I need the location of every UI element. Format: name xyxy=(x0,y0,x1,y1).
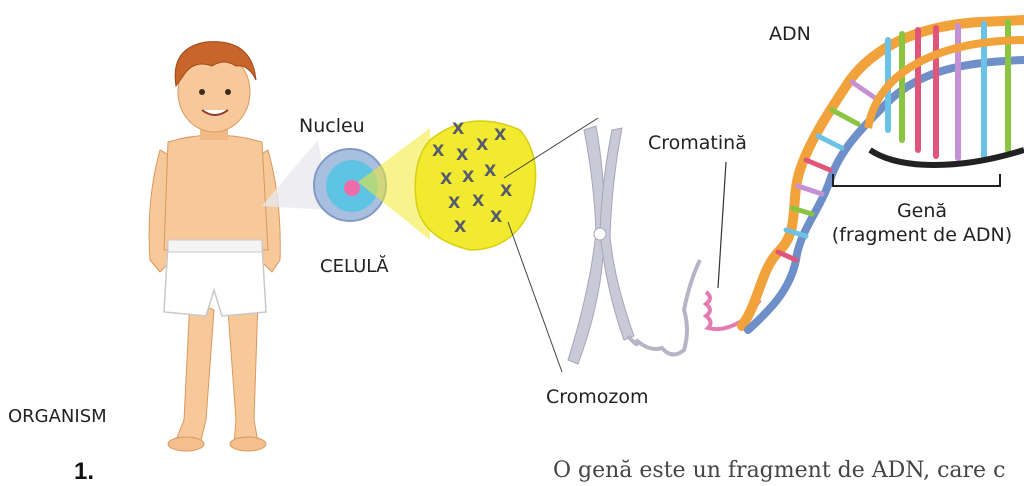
cell-label: CELULĂ xyxy=(320,258,389,276)
svg-text:X: X xyxy=(494,125,507,144)
svg-text:X: X xyxy=(456,145,469,164)
chromatin-pointer xyxy=(718,162,726,288)
svg-text:X: X xyxy=(440,169,453,188)
figure-number: 1. xyxy=(74,458,94,486)
dna-label: ADN xyxy=(769,25,811,44)
svg-text:X: X xyxy=(462,167,475,186)
dna-helix xyxy=(742,20,1024,330)
svg-text:X: X xyxy=(472,191,485,210)
svg-text:X: X xyxy=(484,161,497,180)
svg-text:X: X xyxy=(476,135,489,154)
nucleus-label: Nucleu xyxy=(299,117,365,136)
svg-text:X: X xyxy=(448,193,461,212)
boy-figure xyxy=(149,42,280,451)
chromosome xyxy=(568,126,700,364)
chromosome-label: Cromozom xyxy=(546,388,649,407)
gene-label: Genă (fragment de ADN) xyxy=(822,200,1022,248)
nucleus xyxy=(344,180,360,196)
gene-bracket xyxy=(833,174,1000,186)
organism-label: ORGANISM xyxy=(8,408,107,426)
svg-text:X: X xyxy=(490,207,503,226)
svg-text:X: X xyxy=(500,181,513,200)
gene-label-subtitle: (fragment de ADN) xyxy=(822,224,1022,248)
gene-label-title: Genă xyxy=(822,200,1022,224)
svg-text:X: X xyxy=(454,217,467,236)
svg-text:X: X xyxy=(432,141,445,160)
svg-text:X: X xyxy=(452,119,465,138)
chromatin-label: Cromatină xyxy=(648,134,747,153)
caption-text: O genă este un fragment de ADN, care c xyxy=(553,458,1005,483)
zoom-line-bottom xyxy=(508,222,562,372)
